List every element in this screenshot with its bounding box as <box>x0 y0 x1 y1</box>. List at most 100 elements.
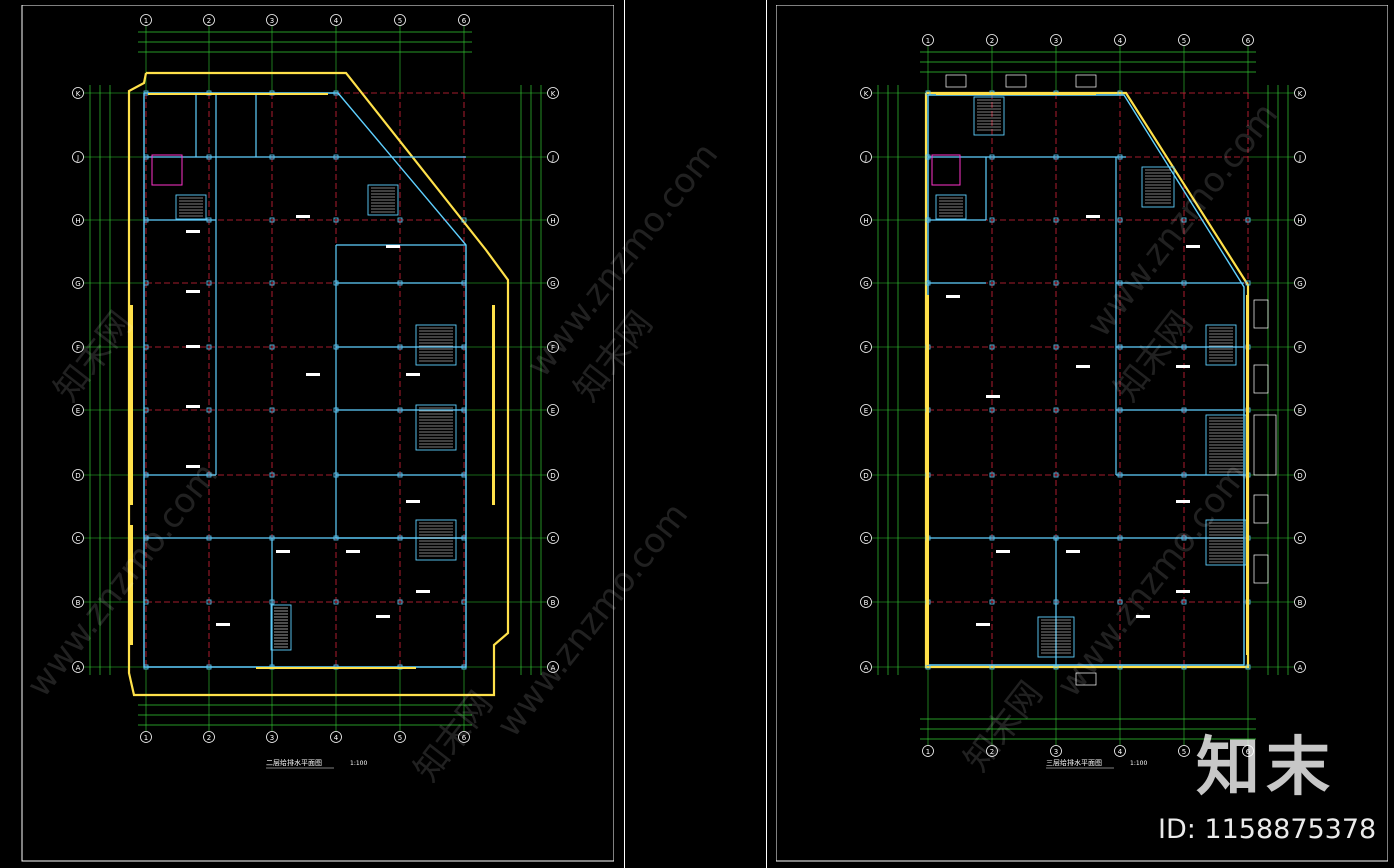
room-tag <box>186 230 200 233</box>
structural-column <box>1117 90 1123 96</box>
building-inner-wall <box>143 92 467 668</box>
room-tag <box>996 550 1010 553</box>
axis-bubble-left-A-label: A <box>76 664 81 672</box>
axis-bubble-top-4-circle <box>1114 34 1126 46</box>
room-tag <box>1176 500 1190 503</box>
room-tag <box>1176 590 1190 593</box>
axis-bubble-bottom-1-circle <box>922 745 934 757</box>
axis-bubble-bottom-5-circle <box>1178 745 1190 757</box>
axis-bubble-top-3-circle <box>1050 34 1062 46</box>
axis-bubble-bottom-2-circle <box>203 731 215 743</box>
axis-bubble-bottom-4-label: 4 <box>334 734 339 742</box>
axis-bubble-bottom-5-circle <box>394 731 406 743</box>
stair-enclosure <box>270 604 292 651</box>
axis-bubble-bottom-4-circle <box>330 731 342 743</box>
room-tag <box>376 615 390 618</box>
axis-bubble-right-H-circle <box>547 214 559 226</box>
axis-bubble-top-1-circle <box>922 34 934 46</box>
structural-column <box>1117 599 1123 605</box>
room-tag <box>186 405 200 408</box>
structural-column <box>206 407 212 413</box>
structural-column <box>143 280 149 286</box>
structural-column <box>989 472 995 478</box>
axis-bubble-bottom-5-label: 5 <box>398 734 402 742</box>
structural-column <box>1245 280 1251 286</box>
axis-bubble-bottom-3-label: 3 <box>1054 748 1058 756</box>
structural-column <box>1181 217 1187 223</box>
axis-bubble-right-J-circle <box>547 151 559 163</box>
axis-bubble-left-K-circle <box>72 87 84 99</box>
axis-bubble-left-J-label: J <box>864 154 867 162</box>
axis-bubble-left-F-circle <box>72 341 84 353</box>
axis-bubble-top-1-label: 1 <box>926 37 930 45</box>
structural-column <box>397 217 403 223</box>
axis-bubble-left-J-circle <box>860 151 872 163</box>
room-tag <box>386 245 400 248</box>
room-tag <box>406 373 420 376</box>
axis-bubble-right-F-circle <box>1294 341 1306 353</box>
balcony-outline <box>1253 554 1269 584</box>
axis-bubble-left-G-circle <box>72 277 84 289</box>
axis-bubble-left-J-label: J <box>76 154 79 162</box>
room-tag <box>976 623 990 626</box>
axis-bubble-top-6-label: 6 <box>462 17 467 25</box>
axis-bubble-left-G-label: G <box>863 280 868 288</box>
structural-column <box>143 344 149 350</box>
structural-column <box>1245 664 1251 670</box>
axis-bubble-right-E-circle <box>1294 404 1306 416</box>
balcony-outline <box>1253 299 1269 329</box>
axis-bubble-right-D-label: D <box>550 472 555 480</box>
structural-column <box>989 407 995 413</box>
axis-bubble-top-3-label: 3 <box>1054 37 1058 45</box>
structural-column <box>269 217 275 223</box>
axis-bubble-right-K-label: K <box>1298 90 1303 98</box>
axis-bubble-left-G-circle <box>860 277 872 289</box>
room-tag <box>986 395 1000 398</box>
stair-enclosure <box>1205 324 1237 366</box>
structural-column <box>269 407 275 413</box>
balcony-outline <box>1253 364 1269 394</box>
axis-bubble-left-E-label: E <box>864 407 868 415</box>
drawing-title: 二层给排水平面图 <box>266 758 322 767</box>
axis-bubble-right-D-circle <box>547 469 559 481</box>
balcony-outline <box>1075 74 1097 88</box>
balcony-outline <box>1075 672 1097 686</box>
structural-column <box>461 664 467 670</box>
axis-bubble-right-G-label: G <box>1297 280 1302 288</box>
room-tag <box>296 215 310 218</box>
room-tag <box>186 345 200 348</box>
axis-bubble-bottom-2-label: 2 <box>207 734 211 742</box>
wall-hatch <box>256 667 416 669</box>
room-tag <box>416 590 430 593</box>
stair-enclosure <box>935 194 967 220</box>
axis-bubble-left-K-label: K <box>864 90 869 98</box>
axis-bubble-right-C-label: C <box>1298 535 1303 543</box>
axis-bubble-right-A-label: A <box>551 664 556 672</box>
stair-enclosure <box>415 519 457 561</box>
axis-bubble-left-A-circle <box>860 661 872 673</box>
structural-column <box>269 344 275 350</box>
brand-logo-watermark: 知末 <box>1196 731 1336 805</box>
axis-bubble-right-H-label: H <box>550 217 555 225</box>
axis-bubble-left-B-label: B <box>864 599 869 607</box>
structural-column <box>143 407 149 413</box>
structural-column <box>1181 664 1187 670</box>
axis-bubble-right-G-circle <box>1294 277 1306 289</box>
axis-bubble-left-E-circle <box>72 404 84 416</box>
axis-bubble-right-E-label: E <box>551 407 555 415</box>
axis-bubble-right-J-label: J <box>1298 154 1301 162</box>
structural-column <box>206 280 212 286</box>
room-tag <box>216 623 230 626</box>
wall-hatch <box>492 305 495 505</box>
axis-bubble-top-6-label: 6 <box>1246 37 1251 45</box>
axis-bubble-right-F-label: F <box>1298 344 1302 352</box>
building-outer-wall <box>127 71 510 697</box>
axis-bubble-left-B-circle <box>72 596 84 608</box>
axis-bubble-top-4-label: 4 <box>1118 37 1123 45</box>
axis-bubble-left-J-circle <box>72 151 84 163</box>
balcony-outline <box>1253 414 1277 476</box>
structural-column <box>1053 472 1059 478</box>
sheet-divider-right <box>766 0 767 868</box>
